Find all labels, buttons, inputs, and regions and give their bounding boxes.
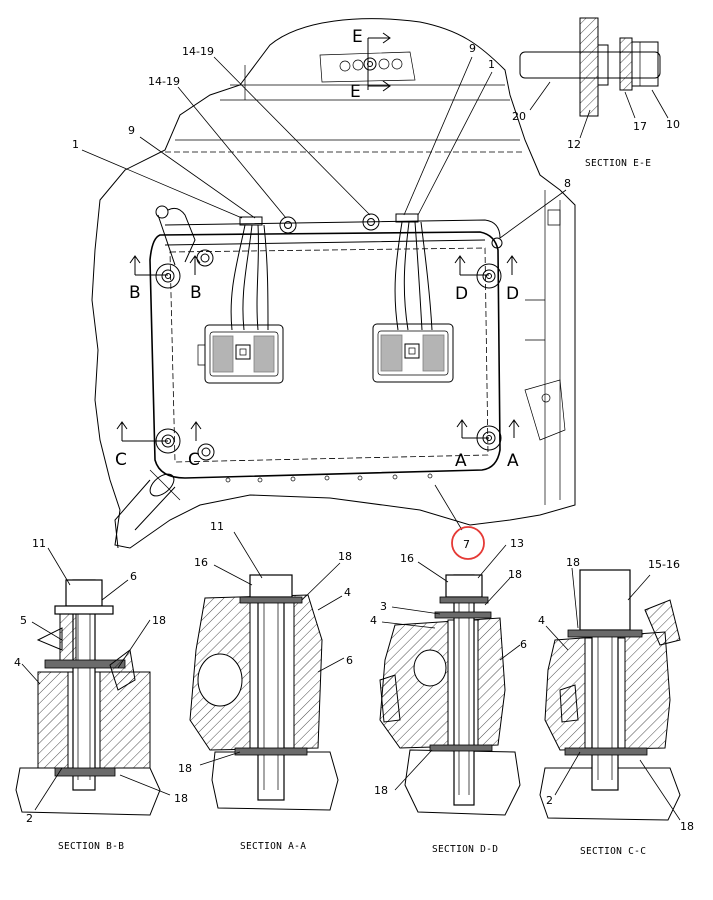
main-view: E E B B D D C C A A 14-19 14-19 9 1 9 1 …: [72, 18, 576, 560]
callout-6: 6: [346, 654, 353, 667]
callout-17: 17: [633, 120, 647, 133]
callout-11: 11: [32, 537, 46, 550]
callout-8: 8: [564, 177, 571, 190]
mount-boss-b: [155, 263, 181, 289]
callout-10: 10: [666, 118, 680, 131]
section-mark-c-left: C: [115, 450, 127, 470]
callout-4: 4: [370, 614, 377, 627]
section-c-c-title: SECTION C-C: [580, 846, 646, 857]
callout-4: 4: [14, 656, 21, 669]
callout-16: 16: [194, 556, 208, 569]
callout-18-top: 18: [566, 556, 580, 569]
callout-18-top: 18: [508, 568, 522, 581]
section-mark-e-top: E: [352, 27, 363, 47]
section-b-b-title: SECTION B-B: [58, 841, 124, 852]
callout-2: 2: [26, 812, 33, 825]
section-e-e: 20 12 17 10 SECTION E-E: [512, 17, 680, 169]
callout-3: 3: [380, 600, 387, 613]
callout-4: 4: [344, 586, 351, 599]
callout-13: 13: [510, 537, 524, 550]
callout-9-left: 9: [128, 124, 135, 137]
callout-18-bottom: 18: [178, 762, 192, 775]
engine-housing-outline: [91, 18, 576, 549]
callout-14-19-b: 14-19: [148, 75, 180, 88]
callout-20: 20: [512, 110, 526, 123]
section-d-d: 16 13 18 3 4 6 18 SECTION D-D: [370, 537, 527, 855]
callout-6: 6: [130, 570, 137, 583]
mount-boss-d: [476, 263, 502, 289]
callout-1-right: 1: [488, 58, 495, 71]
section-mark-d-right: D: [506, 284, 519, 304]
callout-14-19-a: 14-19: [182, 45, 214, 58]
section-mark-d-left: D: [455, 284, 468, 304]
callout-18-bottom: 18: [680, 820, 694, 833]
callout-16: 16: [400, 552, 414, 565]
callout-15-16: 15-16: [648, 558, 680, 571]
section-d-d-title: SECTION D-D: [432, 844, 498, 855]
section-mark-b-right: B: [190, 283, 202, 303]
section-b-b: 11 6 5 18 4 2 18 SECTION B-B: [14, 537, 188, 852]
callout-9-right: 9: [469, 42, 476, 55]
callout-7: 7: [463, 538, 470, 551]
ecm-connector-left: [197, 324, 284, 384]
callout-6: 6: [520, 638, 527, 651]
section-a-a: 11 16 18 4 6 18 SECTION A-A: [178, 520, 353, 852]
ecm-connector-right: [372, 323, 454, 383]
callout-7-highlight: [451, 526, 485, 560]
section-mark-a-left: A: [455, 451, 467, 471]
section-a-a-title: SECTION A-A: [240, 841, 306, 852]
section-c-c: 18 15-16 4 2 18 SECTION C-C: [538, 556, 694, 857]
callout-18-top: 18: [152, 614, 166, 627]
section-mark-c-right: C: [188, 450, 200, 470]
callout-11: 11: [210, 520, 224, 533]
callout-18-bottom: 18: [374, 784, 388, 797]
callout-2: 2: [546, 794, 553, 807]
section-mark-a-right: A: [507, 451, 519, 471]
callout-12: 12: [567, 138, 581, 151]
callout-1-left: 1: [72, 138, 79, 151]
callout-18-bottom: 18: [174, 792, 188, 805]
section-mark-b-left: B: [129, 283, 141, 303]
section-mark-e-bottom: E: [350, 82, 361, 102]
callout-5: 5: [20, 614, 27, 627]
callout-4: 4: [538, 614, 545, 627]
ecm-plate: [149, 231, 501, 479]
section-e-e-title: SECTION E-E: [585, 158, 651, 169]
callout-18-top: 18: [338, 550, 352, 563]
